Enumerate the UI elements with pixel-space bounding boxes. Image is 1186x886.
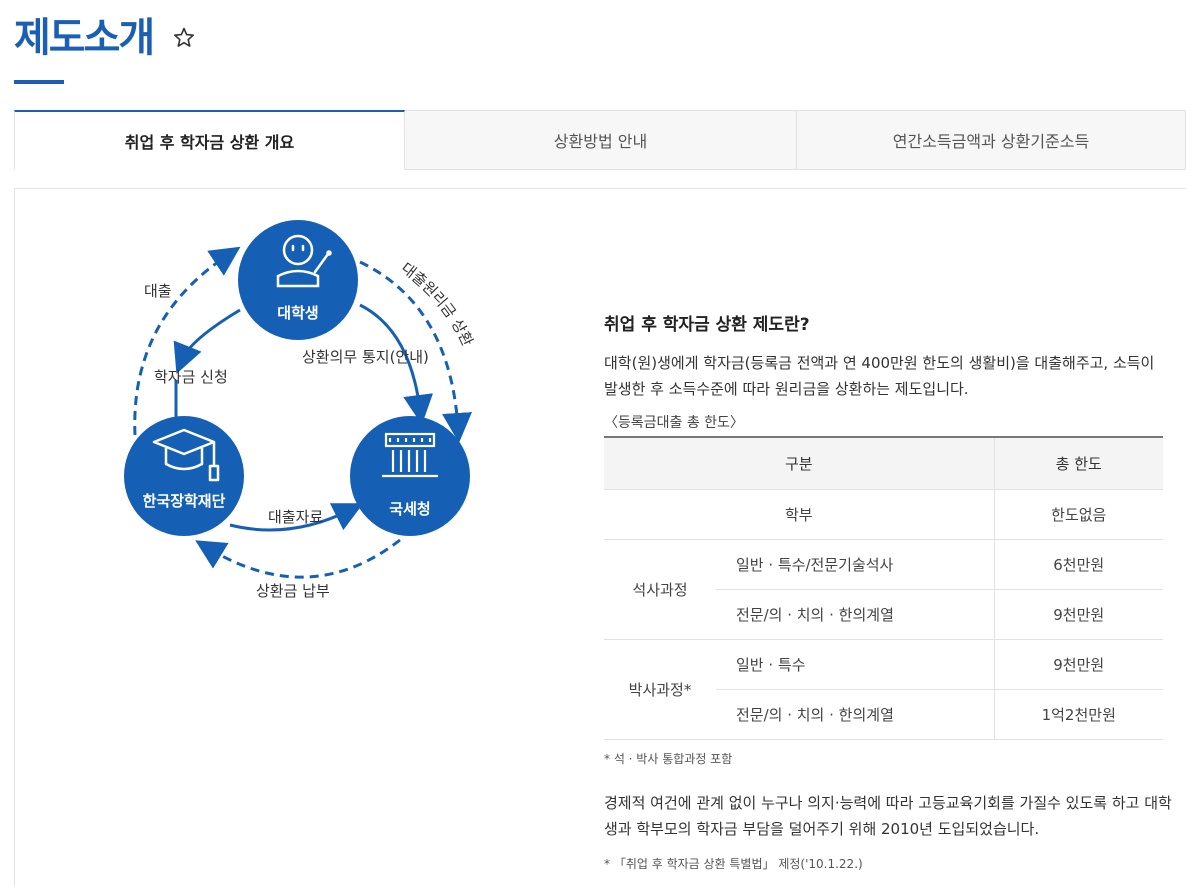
graduation-cap-icon (152, 428, 220, 482)
row-doctoral-type-2: 전문/의 · 치의 · 한의계열 (716, 689, 994, 740)
label-loan: 대출 (144, 282, 172, 300)
page-title: 제도소개 (14, 15, 155, 61)
tab-overview[interactable]: 취업 후 학자금 상환 개요 (14, 110, 405, 170)
label-loan-data: 대출자료 (268, 508, 324, 526)
favorite-star-icon[interactable] (172, 26, 196, 50)
arrow-principal (359, 260, 472, 443)
row-masters-limit-2: 9천만원 (993, 589, 1163, 640)
row-doctoral-label: 박사과정* (604, 639, 716, 740)
svg-text:대출원리금 상환: 대출원리금 상환 (398, 259, 477, 349)
table-header-row: 구분 총 한도 (604, 436, 1163, 490)
arrow-loan (133, 246, 241, 436)
arrow-apply (173, 308, 241, 374)
purpose-paragraph: 경제적 여건에 관계 없이 누구나 의지·능력에 따라 고등교육기회를 가질수 … (604, 794, 1172, 838)
header-total-limit: 총 한도 (993, 436, 1163, 490)
table-row: 박사과정* 일반 · 특수 9천만원 (604, 639, 1163, 740)
row-masters-type-1: 일반 · 특수/전문기술석사 (716, 539, 994, 590)
table-row: 석사과정 일반 · 특수/전문기술석사 6천만원 (604, 539, 1163, 640)
row-undergrad-limit: 한도없음 (993, 489, 1163, 540)
tax-office-building-icon (382, 432, 438, 478)
header-category: 구분 (604, 436, 994, 490)
title-underline (14, 80, 64, 84)
label-apply: 학자금 신청 (154, 368, 228, 386)
tab-repayment-method[interactable]: 상환방법 안내 (405, 110, 797, 170)
arrow-loan-data (229, 503, 364, 532)
table-caption: 〈등록금대출 총 한도〉 (604, 415, 744, 431)
intro-description: 대학(원)생에게 학자금(등록금 전액과 연 400만원 한도의 생활비)을 대… (604, 354, 1155, 398)
footnote-integrated-course: * 석 · 박사 통합과정 포함 (604, 752, 733, 766)
row-masters-label: 석사과정 (604, 539, 716, 640)
row-doctoral-type-1: 일반 · 특수 (716, 639, 994, 690)
node-tax-office-label: 국세청 (389, 500, 431, 518)
arrow-payment (195, 538, 401, 579)
label-notify: 상환의무 통지(안내) (302, 348, 429, 366)
node-student-label: 대학생 (277, 304, 319, 322)
loan-limit-table: 구분 총 한도 학부 한도없음 석사과정 일반 · 특수/전문기술석사 6천만원… (604, 436, 1163, 740)
table-row: 전문/의 · 치의 · 한의계열 1억2천만원 (604, 689, 1163, 740)
row-masters-limit-1: 6천만원 (993, 539, 1163, 590)
flow-diagram-svg: 대출원리금 상환 (124, 220, 477, 579)
student-icon (276, 234, 332, 288)
tab-income-standard[interactable]: 연간소득금액과 상환기준소득 (797, 110, 1186, 170)
row-masters-type-2: 전문/의 · 치의 · 한의계열 (716, 589, 994, 640)
section-heading: 취업 후 학자금 상환 제도란? (604, 315, 810, 335)
content-panel (14, 188, 1186, 886)
table-row: 전문/의 · 치의 · 한의계열 9천만원 (604, 589, 1163, 640)
label-payment: 상환금 납부 (256, 582, 330, 600)
student-circle (238, 220, 358, 340)
node-foundation-label: 한국장학재단 (142, 492, 226, 510)
footnote-special-act: * 「취업 후 학자금 상환 특별법」 제정('10.1.22.) (604, 857, 863, 871)
table-row: 학부 한도없음 (604, 489, 1163, 540)
row-undergrad-label: 학부 (604, 489, 994, 540)
foundation-circle (124, 416, 244, 536)
row-doctoral-limit-2: 1억2천만원 (993, 689, 1163, 740)
arrow-notify (359, 303, 434, 425)
row-doctoral-limit-1: 9천만원 (993, 639, 1163, 690)
label-principal-repayment: 대출원리금 상환 (398, 259, 477, 349)
repayment-flow-diagram: 대출원리금 상환 대학생 한국장학재단 국세청 대출 학자금 신청 상환의무 통… (110, 210, 490, 610)
tab-bar: 취업 후 학자금 상환 개요 상환방법 안내 연간소득금액과 상환기준소득 (14, 110, 1186, 170)
